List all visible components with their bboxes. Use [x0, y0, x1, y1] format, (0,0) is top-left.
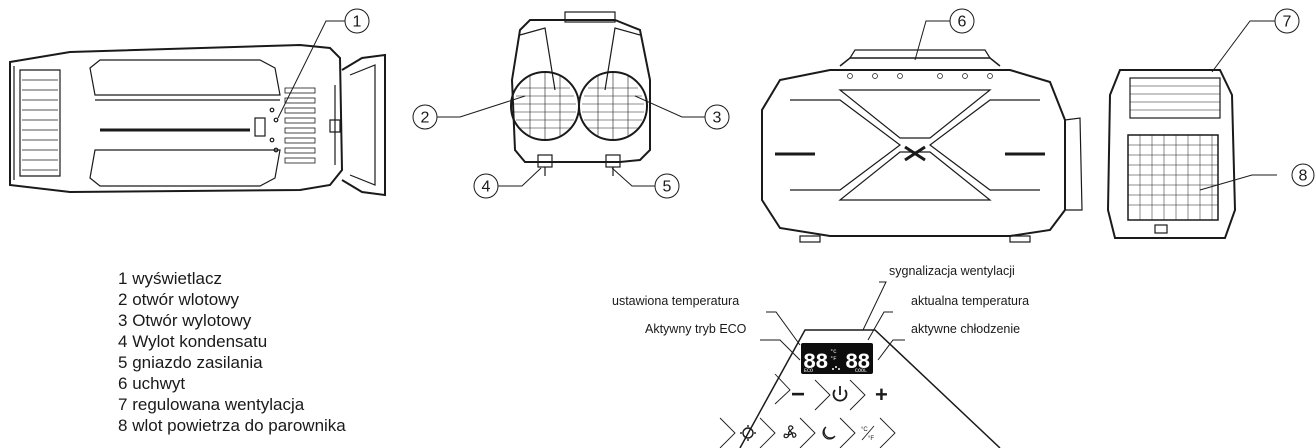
- display-fahrenheit: °F: [830, 355, 837, 362]
- callout-5: [654, 173, 680, 199]
- temperature-unit-celsius: °C: [861, 427, 868, 433]
- plus-icon[interactable]: +: [875, 382, 888, 407]
- callout-2: [412, 104, 438, 130]
- parts-legend: 1 wyświetlacz 2 otwór wlotowy 3 Otwór wy…: [118, 268, 346, 436]
- legend-item: 5 gniazdo zasilania: [118, 352, 346, 373]
- legend-number: 7: [118, 395, 128, 414]
- callout-number-4: 4: [482, 179, 491, 196]
- legend-number: 8: [118, 416, 128, 435]
- temperature-unit-icon[interactable]: [861, 425, 875, 441]
- callout-number-2: 2: [421, 110, 430, 127]
- display-screen: [801, 343, 873, 374]
- rear-view-unit: [1106, 69, 1237, 239]
- legend-text: gniazdo zasilania: [132, 353, 263, 372]
- callout-number-6: 6: [958, 14, 967, 31]
- minus-icon[interactable]: −: [791, 381, 805, 408]
- legend-item: 2 otwór wlotowy: [118, 289, 346, 310]
- legend-item: 3 Otwór wylotowy: [118, 310, 346, 331]
- legend-number: 4: [118, 332, 128, 351]
- callout-6: [949, 8, 975, 34]
- control-panel: [719, 281, 1001, 448]
- legend-text: otwór wlotowy: [132, 290, 239, 309]
- legend-number: 3: [118, 311, 128, 330]
- legend-number: 5: [118, 353, 128, 372]
- display-eco-indicator: ECO: [804, 368, 813, 374]
- display-cool-indicator: COOL: [855, 368, 867, 374]
- legend-number: 6: [118, 374, 128, 393]
- display-fan-indicator-icon: [832, 366, 840, 370]
- legend-text: wyświetlacz: [132, 269, 222, 288]
- side-view-unit: [761, 49, 1083, 243]
- legend-item: 6 uchwyt: [118, 373, 346, 394]
- fan-icon[interactable]: [783, 425, 797, 439]
- label-cooling-active: aktywne chłodzenie: [911, 322, 1021, 336]
- legend-item: 1 wyświetlacz: [118, 268, 346, 289]
- legend-number: 2: [118, 290, 128, 309]
- legend-item: 4 Wylot kondensatu: [118, 331, 346, 352]
- label-ventilation-signal: sygnalizacja wentylacji: [889, 264, 1015, 278]
- legend-text: uchwyt: [132, 374, 186, 393]
- callout-number-1: 1: [353, 14, 362, 31]
- front-view-unit: [510, 11, 651, 176]
- callout-8: [1291, 163, 1315, 187]
- callout-number-5: 5: [663, 179, 672, 196]
- callout-7: [1274, 8, 1300, 34]
- mode-icon[interactable]: [740, 425, 756, 441]
- power-icon[interactable]: [832, 386, 848, 402]
- callout-4: [473, 173, 499, 199]
- callout-number-7: 7: [1283, 14, 1292, 31]
- legend-text: Otwór wylotowy: [132, 311, 252, 330]
- legend-text: regulowana wentylacja: [132, 395, 305, 414]
- legend-number: 1: [118, 269, 128, 288]
- legend-item: 8 wlot powietrza do parownika: [118, 415, 346, 436]
- callout-number-8: 8: [1299, 168, 1308, 185]
- display-set-temperature: 88: [803, 350, 828, 375]
- legend-text: Wylot kondensatu: [132, 332, 268, 351]
- label-current-temperature: aktualna temperatura: [911, 294, 1030, 308]
- temperature-unit-fahrenheit: °F: [868, 436, 874, 442]
- legend-text: wlot powietrza do parownika: [132, 416, 346, 435]
- callout-circles: [344, 8, 1315, 199]
- display-celsius: °C: [830, 348, 837, 355]
- display-current-temperature: 88: [845, 350, 870, 375]
- label-eco-mode: Aktywny tryb ECO: [645, 322, 747, 336]
- legend-item: 7 regulowana wentylacja: [118, 394, 346, 415]
- leader-lines: [277, 20, 1277, 191]
- callout-1: [344, 8, 370, 34]
- label-set-temperature: ustawiona temperatura: [612, 294, 740, 308]
- top-view-unit: [9, 43, 386, 197]
- sleep-icon[interactable]: [822, 426, 836, 440]
- callout-number-3: 3: [713, 110, 722, 127]
- callout-3: [704, 104, 730, 130]
